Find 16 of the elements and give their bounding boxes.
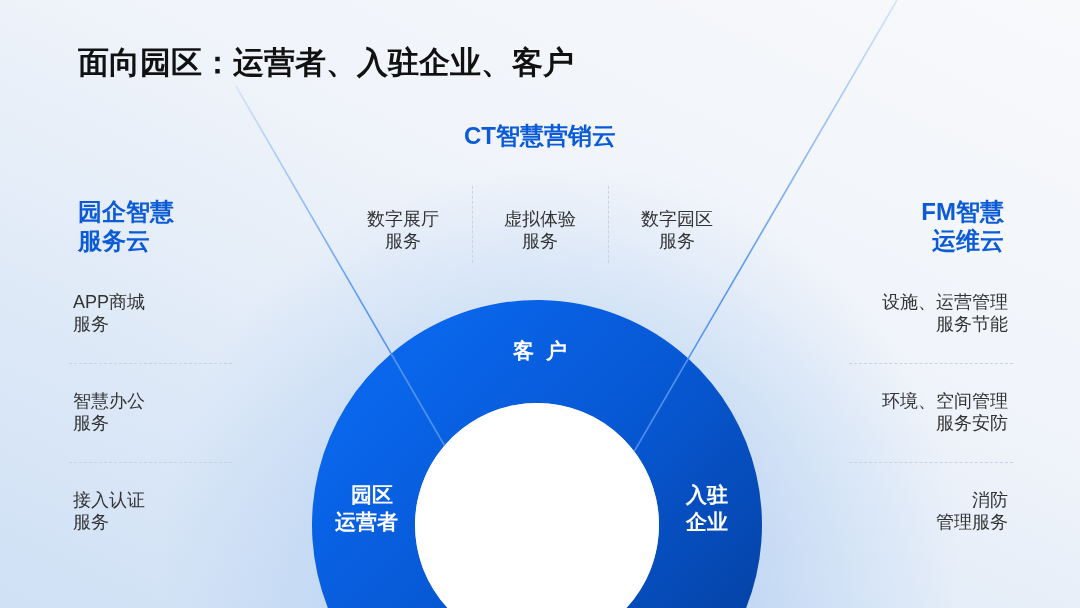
page-title: 面向园区：运营者、入驻企业、客户 xyxy=(78,44,574,82)
service-label: 虚拟体验服务 xyxy=(503,208,577,252)
service-label: 数字展厅服务 xyxy=(366,208,440,252)
segment-label: 入驻企业 xyxy=(685,482,729,535)
segment-label: 园区运营者 xyxy=(334,482,398,535)
service-label: 设施、运营管理服务节能 xyxy=(881,291,1008,335)
service-label: 消防管理服务 xyxy=(935,489,1008,533)
service-label: 数字园区服务 xyxy=(640,208,714,252)
section-heading: CT智慧营销云 xyxy=(464,121,616,150)
section-heading: 园企智慧服务云 xyxy=(78,197,175,255)
service-label: 接入认证服务 xyxy=(73,489,146,533)
service-label: 环境、空间管理服务安防 xyxy=(881,390,1008,434)
section-heading: FM智慧运维云 xyxy=(920,197,1004,255)
service-label: APP商城服务 xyxy=(73,291,147,335)
service-label: 智慧办公服务 xyxy=(73,390,146,434)
segment-label: 客户 xyxy=(512,337,579,364)
